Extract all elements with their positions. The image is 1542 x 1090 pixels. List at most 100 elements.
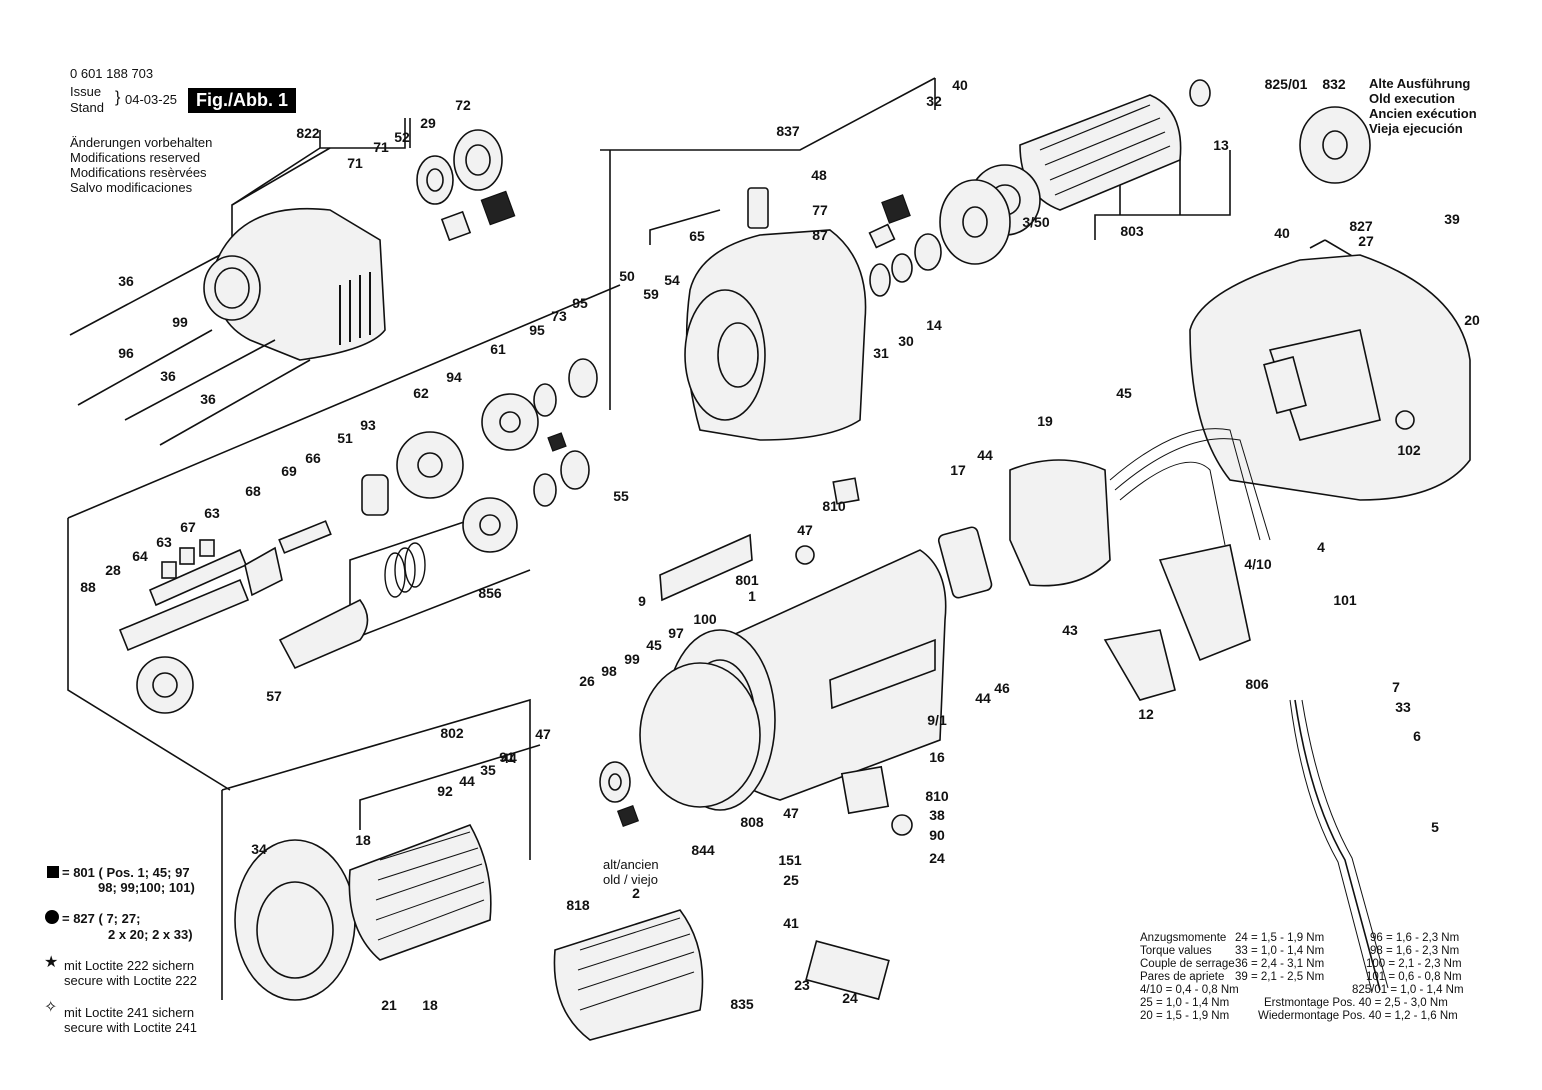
callout-66: 66 — [305, 450, 321, 466]
callout-835: 835 — [730, 996, 754, 1012]
callout-24: 24 — [929, 850, 945, 866]
callout-16: 16 — [929, 749, 945, 765]
old-execution-de: Alte Ausführung — [1369, 76, 1471, 91]
callout-31: 31 — [873, 345, 889, 361]
armature-803 — [1019, 94, 1182, 211]
callout-71: 71 — [373, 139, 389, 155]
alt-label-2: old / viejo — [603, 872, 658, 887]
callout-40: 40 — [952, 77, 968, 93]
legend-square-line2: 98; 99;100; 101) — [98, 880, 195, 895]
part-number: 0 601 188 703 — [70, 66, 154, 81]
cover-23 — [805, 940, 890, 1001]
bracket-803 — [1094, 150, 1231, 240]
callout-827: 827 — [1349, 218, 1373, 234]
circle-symbol-icon — [45, 910, 59, 924]
callout-34: 34 — [251, 841, 267, 857]
torque-c1-r5: 4/10 = 0,4 - 0,8 Nm — [1140, 984, 1239, 996]
figure-label: Fig./Abb. 1 — [188, 88, 296, 113]
callout-101: 101 — [1333, 592, 1357, 608]
callout-41: 41 — [783, 915, 799, 931]
callout-91: 91 — [499, 749, 515, 765]
callout-54: 54 — [664, 272, 680, 288]
cover-12 — [1103, 629, 1176, 701]
switch-4 — [1158, 544, 1251, 662]
torque-heading-en: Torque values — [1140, 945, 1212, 957]
legend-square-line1: = 801 ( Pos. 1; 45; 97 — [62, 865, 190, 880]
torque-c1-r2: 33 = 1,0 - 1,4 Nm — [1235, 945, 1325, 957]
callout-65: 65 — [689, 228, 705, 244]
callout-99: 99 — [624, 651, 640, 667]
callout-18: 18 — [355, 832, 371, 848]
ring-31 — [869, 263, 891, 297]
issue-date: 04-03-25 — [125, 92, 178, 107]
old-execution-es: Vieja ejecución — [1369, 121, 1463, 136]
torque-c1-r1: 24 = 1,5 - 1,9 Nm — [1235, 932, 1325, 944]
legend-diamond-line2: secure with Loctite 241 — [64, 1020, 197, 1035]
callout-837: 837 — [776, 123, 800, 139]
callout-99: 99 — [172, 314, 188, 330]
callout-9: 9 — [638, 593, 646, 609]
legend-circle-line2: 2 x 20; 2 x 33) — [108, 927, 193, 942]
torque-c2-r2: 98 = 1,6 - 2,3 Nm — [1370, 945, 1460, 957]
spring-coil — [384, 542, 426, 598]
brush-63 — [199, 539, 215, 557]
callout-40: 40 — [1274, 225, 1290, 241]
old-execution-en: Old execution — [1369, 91, 1455, 106]
bracket-837 — [600, 77, 936, 151]
legend-diamond-line1: mit Loctite 241 sichern — [64, 1005, 195, 1020]
callout-100: 100 — [693, 611, 717, 627]
callout-88: 88 — [80, 579, 96, 595]
callout-5: 5 — [1431, 819, 1439, 835]
suppressor-810 — [832, 477, 860, 505]
alt-label-1: alt/ancien — [603, 857, 659, 872]
handle-housing-19 — [1009, 459, 1111, 587]
callout-73: 73 — [551, 308, 567, 324]
callout-151: 151 — [778, 852, 802, 868]
modification-en: Modifications reserved — [70, 150, 201, 165]
diamond-symbol-icon: ✧ — [44, 999, 58, 1016]
callout-44: 44 — [501, 750, 517, 766]
callout-94: 94 — [446, 369, 462, 385]
callout-47: 47 — [535, 726, 551, 742]
callout-48: 48 — [811, 167, 827, 183]
callout-51: 51 — [337, 430, 353, 446]
torque-c2-r7: Wiedermontage Pos. 40 = 1,2 - 1,6 Nm — [1258, 1010, 1458, 1022]
pin-66 — [278, 520, 332, 554]
torque-c2-r4: 101 = 0,6 - 0,8 Nm — [1366, 971, 1462, 983]
switch-17 — [937, 526, 993, 599]
callout-35: 35 — [480, 762, 496, 778]
callout-4: 4 — [1317, 539, 1325, 555]
torque-heading-es: Pares de apriete — [1140, 971, 1225, 983]
callout-71: 71 — [347, 155, 363, 171]
callout-95: 95 — [529, 322, 545, 338]
callout-59: 59 — [643, 286, 659, 302]
callout-36: 36 — [200, 391, 216, 407]
cable-6 — [1294, 699, 1381, 991]
callout-23: 23 — [794, 977, 810, 993]
torque-c1-r4: 39 = 2,1 - 2,5 Nm — [1235, 971, 1325, 983]
callout-38: 38 — [929, 807, 945, 823]
callout-4-10: 4/10 — [1244, 556, 1272, 572]
callout-44: 44 — [977, 447, 993, 463]
bushing-93 — [361, 474, 389, 516]
callout-856: 856 — [478, 585, 502, 601]
torque-heading-fr: Couple de serrage — [1140, 958, 1235, 970]
callout-26: 26 — [579, 673, 595, 689]
callout-806: 806 — [1245, 676, 1269, 692]
callout-32: 32 — [926, 93, 942, 109]
callout-27: 27 — [1358, 233, 1374, 249]
plate-97 — [639, 662, 761, 808]
callout-25: 25 — [783, 872, 799, 888]
bearing-13 — [1189, 79, 1211, 107]
callout-95: 95 — [572, 295, 588, 311]
star-symbol-icon: ★ — [44, 954, 59, 971]
callout-44: 44 — [975, 690, 991, 706]
callout-57: 57 — [266, 688, 282, 704]
torque-c1-r3: 36 = 2,4 - 3,1 Nm — [1235, 958, 1325, 970]
callout-13: 13 — [1213, 137, 1229, 153]
issue-label: Issue — [70, 84, 102, 99]
callout-810: 810 — [925, 788, 949, 804]
callout-77: 77 — [812, 202, 828, 218]
long-screws — [69, 254, 311, 446]
callout-87: 87 — [812, 227, 828, 243]
